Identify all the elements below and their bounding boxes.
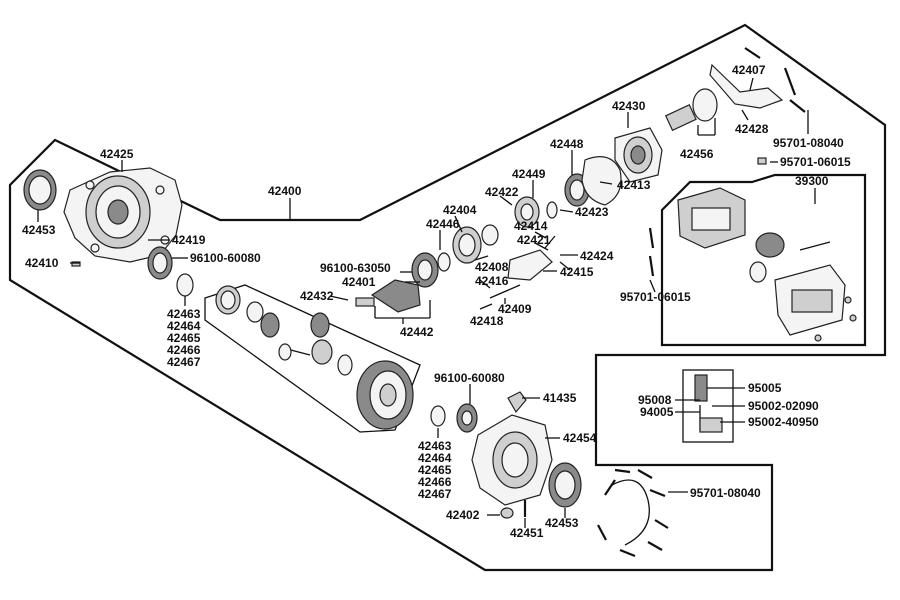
label-stack-42463-lower: 42463 42464 42465 42466 42467 [418, 439, 452, 501]
label-42453-lower: 42453 [545, 516, 579, 530]
differential-internals [215, 285, 414, 430]
label-stack-item: 42463 [418, 439, 452, 453]
label-42409: 42409 [498, 302, 532, 316]
label-42428: 42428 [735, 122, 769, 136]
label-stack-item: 42465 [167, 331, 201, 345]
label-42413: 42413 [617, 178, 651, 192]
label-42424: 42424 [580, 249, 614, 263]
label-42418: 42418 [470, 314, 504, 328]
differential-outline [204, 284, 421, 433]
label-42430: 42430 [612, 99, 646, 113]
seal-42453-left [23, 169, 57, 211]
label-42410: 42410 [25, 256, 59, 270]
label-95701-06015-center: 95701-06015 [620, 290, 691, 304]
label-95008: 95008 [638, 393, 672, 407]
fastener-95701-06015-top [757, 157, 767, 165]
gear-case-42425 [63, 167, 183, 263]
label-stack-item: 42464 [167, 319, 201, 333]
sensor-kit-parts [694, 374, 723, 433]
bracket-42428 [709, 63, 784, 109]
label-42416: 42416 [475, 274, 509, 288]
leader-lines [37, 77, 816, 528]
label-95701-06015-top: 95701-06015 [780, 155, 851, 169]
fitting-41435 [507, 391, 527, 414]
label-42401: 42401 [342, 275, 376, 289]
bearing-96100-60080-left [147, 246, 173, 280]
shim-ring-left [176, 273, 194, 297]
electrical-module-parts [677, 187, 857, 342]
label-42423: 42423 [575, 205, 609, 219]
bolt-ring-95701-08040 [597, 468, 669, 558]
label-stack-item: 42467 [418, 487, 452, 501]
label-96100-60080-left: 96100-60080 [190, 251, 261, 265]
plug-42402 [500, 507, 514, 519]
label-42402: 42402 [446, 508, 480, 522]
label-42442: 42442 [400, 325, 434, 339]
label-95005: 95005 [748, 381, 782, 395]
label-stack-42463-left: 42463 42464 42465 42466 42467 [167, 307, 201, 369]
coupler-42456 [664, 88, 718, 132]
label-96100-63050: 96100-63050 [320, 261, 391, 275]
label-stack-item: 42465 [418, 463, 452, 477]
label-42448: 42448 [550, 137, 584, 151]
assembly-outline [8, 23, 887, 572]
bearing-96100-60080-lower [456, 403, 478, 433]
label-96100-60080-lower: 96100-60080 [434, 371, 505, 385]
pinion-gear-42401 [355, 279, 421, 313]
label-stack-item: 42466 [418, 475, 452, 489]
electrical-module-box [660, 173, 867, 347]
bolts-95701-08040 [744, 47, 806, 113]
label-42422: 42422 [485, 185, 519, 199]
label-stack-item: 42463 [167, 307, 201, 321]
cover-42454 [471, 414, 553, 506]
shim-ring-lower [430, 405, 446, 427]
label-42400: 42400 [268, 184, 302, 198]
cover-42430 [614, 127, 663, 183]
label-42456: 42456 [680, 147, 714, 161]
label-42407: 42407 [732, 63, 766, 77]
label-42425: 42425 [100, 147, 134, 161]
label-42404: 42404 [443, 203, 477, 217]
label-42414: 42414 [514, 219, 548, 233]
label-42451: 42451 [510, 526, 544, 540]
label-42446: 42446 [426, 217, 460, 231]
label-42454: 42454 [563, 431, 597, 445]
label-42421: 42421 [517, 233, 551, 247]
label-42432: 42432 [300, 289, 334, 303]
shift-fork-assembly [489, 235, 571, 299]
label-42419: 42419 [172, 233, 206, 247]
label-95002-40950: 95002-40950 [748, 415, 819, 429]
gasket-42413 [581, 156, 622, 206]
label-stack-item: 42464 [418, 451, 452, 465]
label-39300: 39300 [795, 174, 829, 188]
label-42415: 42415 [560, 265, 594, 279]
pin-42410 [71, 261, 81, 267]
label-42453-left: 42453 [22, 223, 56, 237]
fasteners-95701-06015-center [648, 227, 655, 277]
pinion-bearings [411, 173, 590, 288]
label-42449: 42449 [512, 167, 546, 181]
label-41435: 41435 [543, 391, 577, 405]
label-94005: 94005 [640, 405, 674, 419]
label-95002-02090: 95002-02090 [748, 399, 819, 413]
label-stack-item: 42467 [167, 355, 201, 369]
label-95701-08040-lower: 95701-08040 [690, 486, 761, 500]
label-42408: 42408 [475, 260, 509, 274]
label-stack-item: 42466 [167, 343, 201, 357]
label-95701-08040-top: 95701-08040 [773, 136, 844, 150]
seal-42453-lower [548, 462, 582, 508]
